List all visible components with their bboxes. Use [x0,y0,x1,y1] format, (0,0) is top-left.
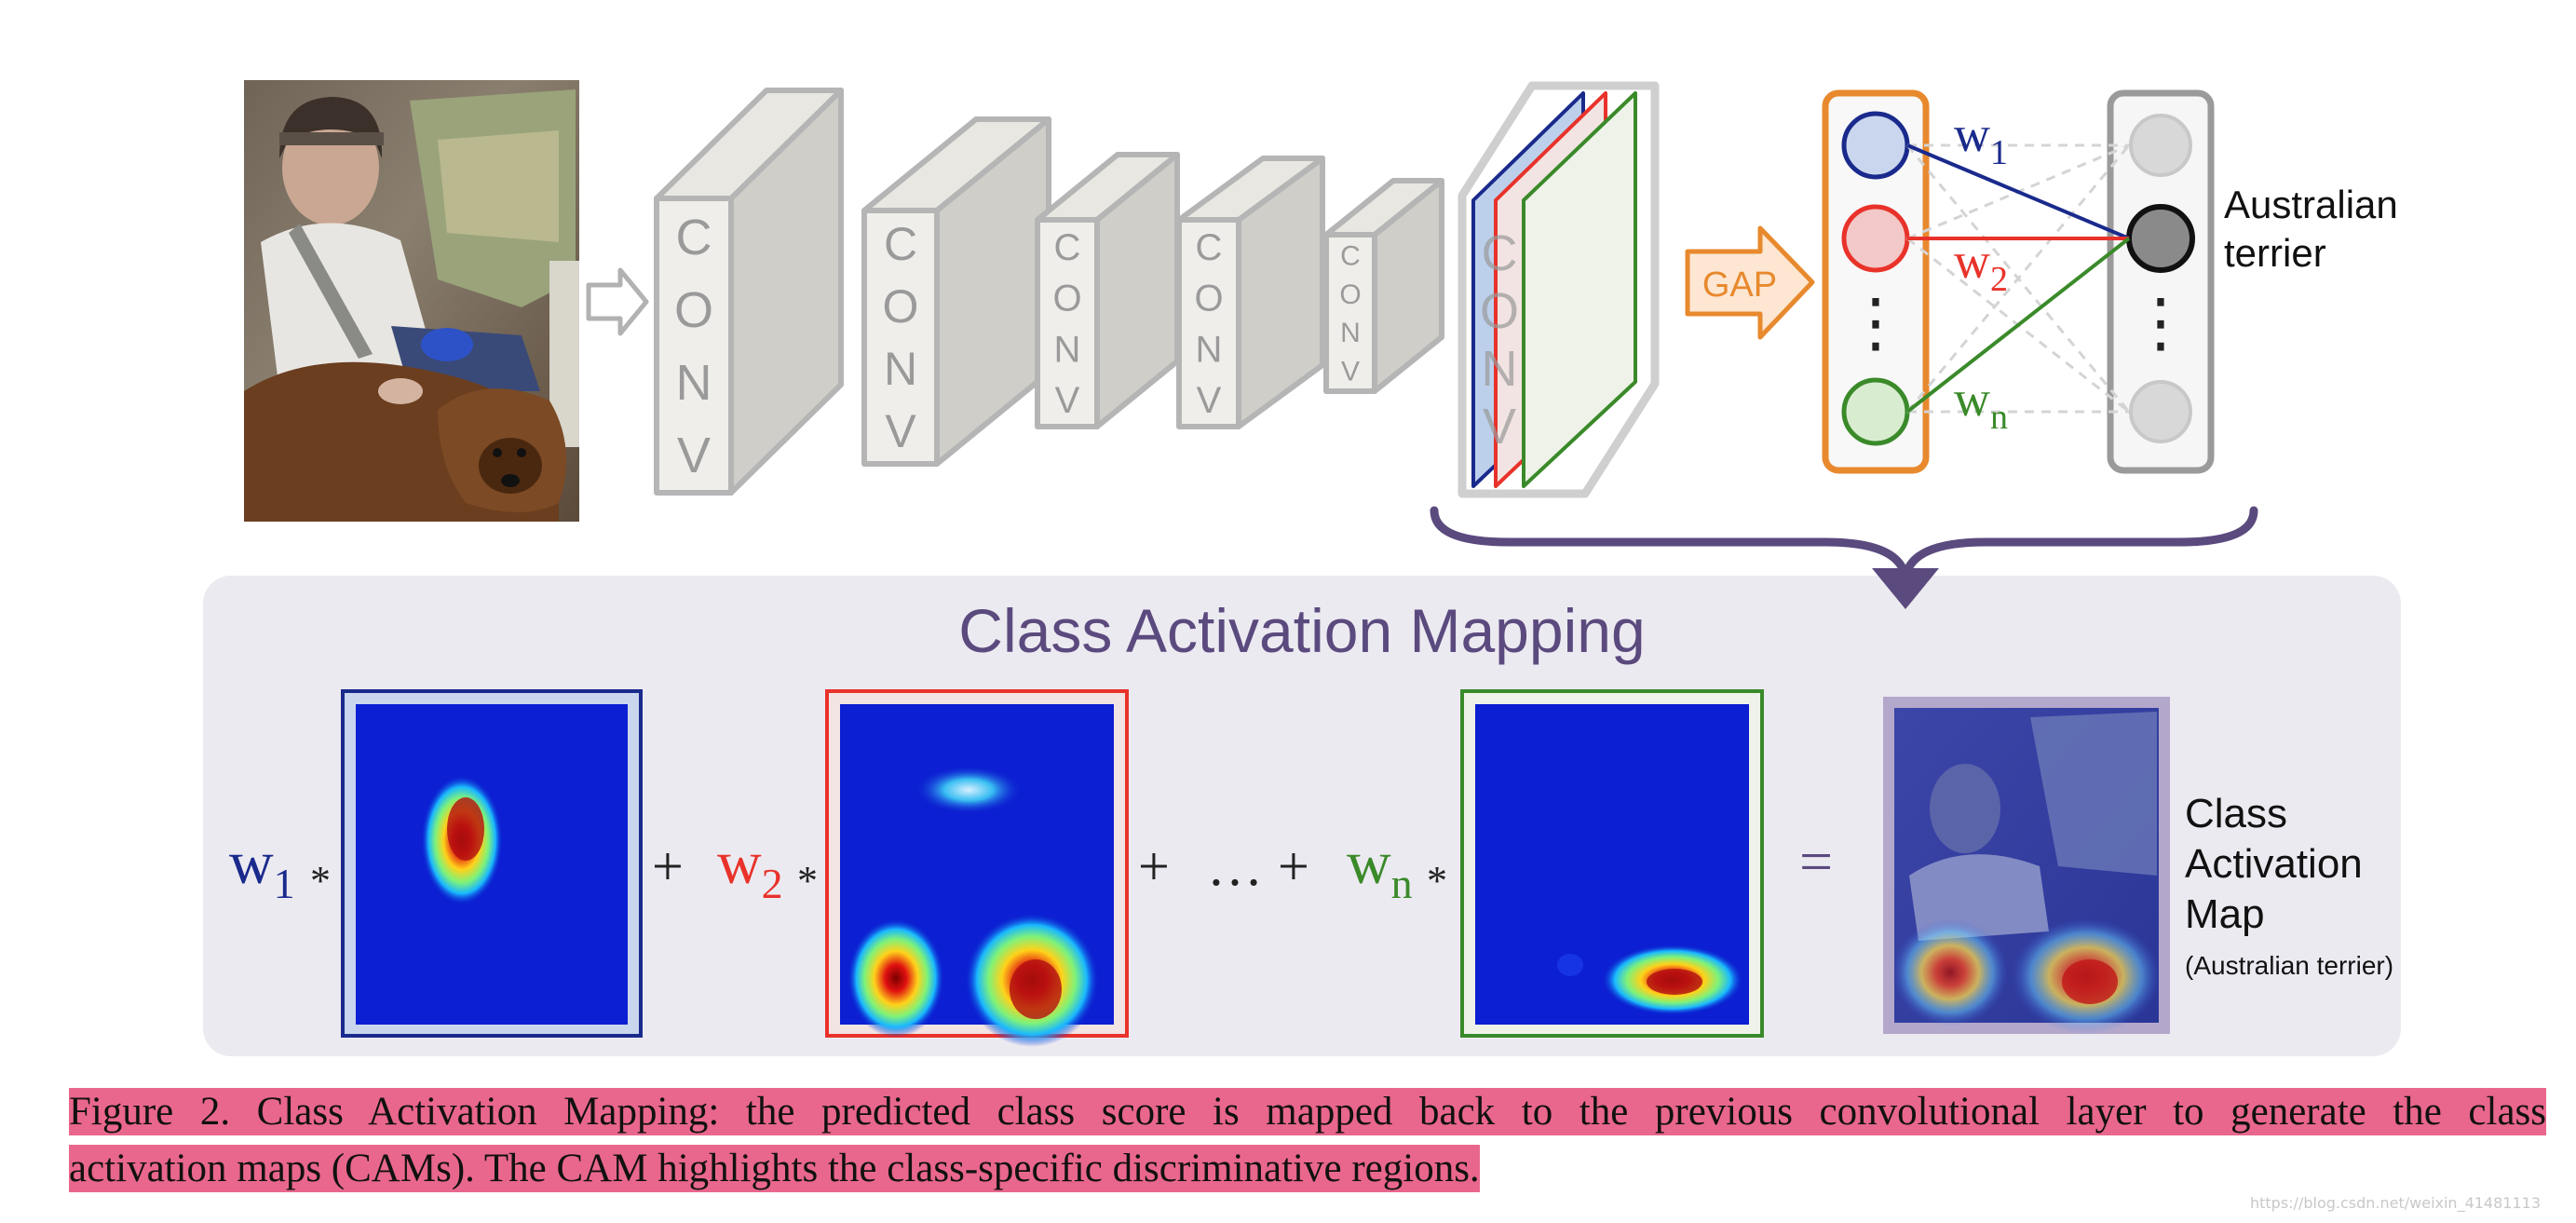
conv-letter: O [883,280,919,333]
gap-label: GAP [1702,265,1777,305]
conv-letter: V [677,428,711,483]
cam-multiply-1: * [310,858,331,904]
figure-caption: Figure 2. Class Activation Mapping: the … [69,1083,2546,1197]
conv-letter: N [676,355,712,411]
conv-letter: N [884,343,917,395]
conv-letter: V [1055,380,1080,421]
cam-weight-2: w2 [717,829,783,907]
cam-weight-n: wn [1347,829,1413,907]
cam-plus-3: + [1278,836,1309,897]
cam-plus-2: + [1138,836,1170,897]
brace-arrow [1430,506,2258,579]
photo-person [261,223,438,391]
heatmap-n [1460,689,1764,1038]
cam-dots: … [1207,836,1263,897]
class-label-line2: terrier [2224,231,2326,275]
cam-result-label-line2: Activation [2185,841,2363,887]
conv-letter: V [885,405,916,457]
heatmap-2 [825,689,1129,1047]
conv-letter: C [884,218,917,270]
cam-plus-1: + [652,836,684,897]
cam-title: Class Activation Mapping [958,596,1645,665]
conv-letter: O [1052,279,1081,319]
cam-multiply-n: * [1427,858,1447,904]
heatmap-1 [341,689,643,1038]
input-arrow-icon [586,267,649,336]
gap-node-2 [1841,204,1910,273]
conv-letter: V [1197,380,1222,421]
output-node-ellipsis: ⋮ [2128,286,2193,359]
weight-label-n: wn [1954,371,2008,437]
dense-connections [1905,143,2131,414]
cam-multiply-2: * [797,858,818,904]
conv-letter: O [1339,279,1361,310]
gap-arrow: GAP [1685,225,1815,340]
cam-result-label-line3: Map [2185,891,2265,937]
caption-line-2: activation maps (CAMs). The CAM highligh… [69,1145,1480,1192]
cam-equals: = [1799,828,1833,894]
class-activation-map-result [1883,697,2170,1034]
cam-result-label-line1: Class [2185,791,2287,836]
cam-weight-1: w1 [229,829,295,907]
weight-label-2: w2 [1954,233,2008,299]
output-node-australian-terrier [2126,204,2195,273]
weight-label-1: w1 [1954,106,2008,172]
conv-letter: C [676,210,712,265]
output-node-1 [2129,114,2192,177]
gap-node-ellipsis: ⋮ [1843,286,1908,359]
caption-line-1: Figure 2. Class Activation Mapping: the … [69,1088,2546,1135]
cam-result-label-sub: (Australian terrier) [2185,951,2393,980]
weight-line-1 [1906,143,2130,240]
output-node-n [2129,380,2192,443]
class-label-line1: Australian [2224,183,2398,226]
watermark: https://blog.csdn.net/weixin_41481113 [2249,1194,2541,1212]
feature-map-green [1522,91,1637,488]
weight-line-n [1905,237,2131,414]
conv-letter: C [1340,240,1361,271]
cam-panel [203,576,2401,1056]
input-photo [244,80,579,522]
conv-letter: N [1340,318,1361,348]
conv-letter: C [1196,227,1223,268]
gap-node-1 [1841,111,1910,180]
output-node-column [2107,89,2215,474]
brace-arrow-head-icon [1872,568,1939,609]
conv-letter: V [1341,357,1360,387]
conv-letter: N [1196,329,1223,370]
conv-letter: N [1054,329,1081,370]
conv-letter: O [1194,279,1223,319]
conv-letter: C [1054,227,1081,268]
conv-letter: O [674,282,713,338]
gap-node-n [1841,377,1910,446]
gap-node-column [1822,89,1930,474]
